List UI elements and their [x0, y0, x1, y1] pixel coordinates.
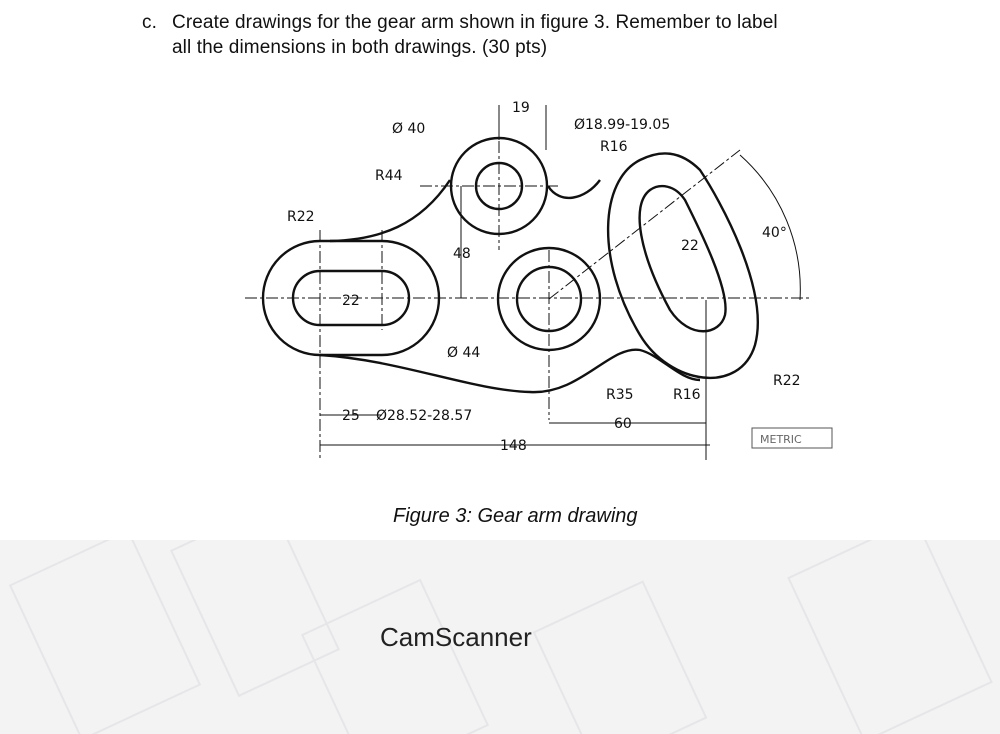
dim-diameter-28: Ø28.52-28.57	[376, 408, 472, 424]
dim-19: 19	[512, 100, 530, 116]
question-line-2: all the dimensions in both drawings. (30…	[172, 37, 548, 58]
camscanner-brand: CamScanner	[380, 622, 532, 652]
dim-48: 48	[453, 246, 471, 262]
question-label: c.	[142, 12, 157, 33]
dim-diameter-18: Ø18.99-19.05	[574, 117, 670, 133]
question-line-1: Create drawings for the gear arm shown i…	[172, 12, 778, 33]
decorative-background-icons	[8, 540, 993, 734]
document-page: c. Create drawings for the gear arm shown…	[142, 10, 833, 527]
gear-arm-drawing: Ø 40 R44 R22 19 Ø18.99-19.05 R16 48 22 2…	[245, 100, 833, 460]
dim-r16-top: R16	[600, 139, 628, 155]
dim-r44: R44	[375, 168, 403, 184]
dim-r35: R35	[606, 387, 634, 403]
scanner-watermark-footer: CamScanner	[0, 540, 1000, 734]
figure-caption: Figure 3: Gear arm drawing	[393, 505, 638, 527]
dim-60: 60	[614, 416, 632, 432]
dim-22-slot: 22	[342, 293, 360, 309]
dim-angle-40: 40°	[762, 225, 787, 241]
dim-diameter-40: Ø 40	[392, 121, 425, 137]
dim-r22-right: R22	[773, 373, 801, 389]
dim-r22-left: R22	[287, 209, 315, 225]
metric-label: METRIC	[760, 433, 802, 446]
dim-diameter-44: Ø 44	[447, 345, 480, 361]
dim-22-arc: 22	[681, 238, 699, 254]
dim-148: 148	[500, 438, 527, 454]
question-text: c. Create drawings for the gear arm shown…	[142, 10, 778, 60]
dim-r16-bottom: R16	[673, 387, 701, 403]
dim-25: 25	[342, 408, 360, 424]
